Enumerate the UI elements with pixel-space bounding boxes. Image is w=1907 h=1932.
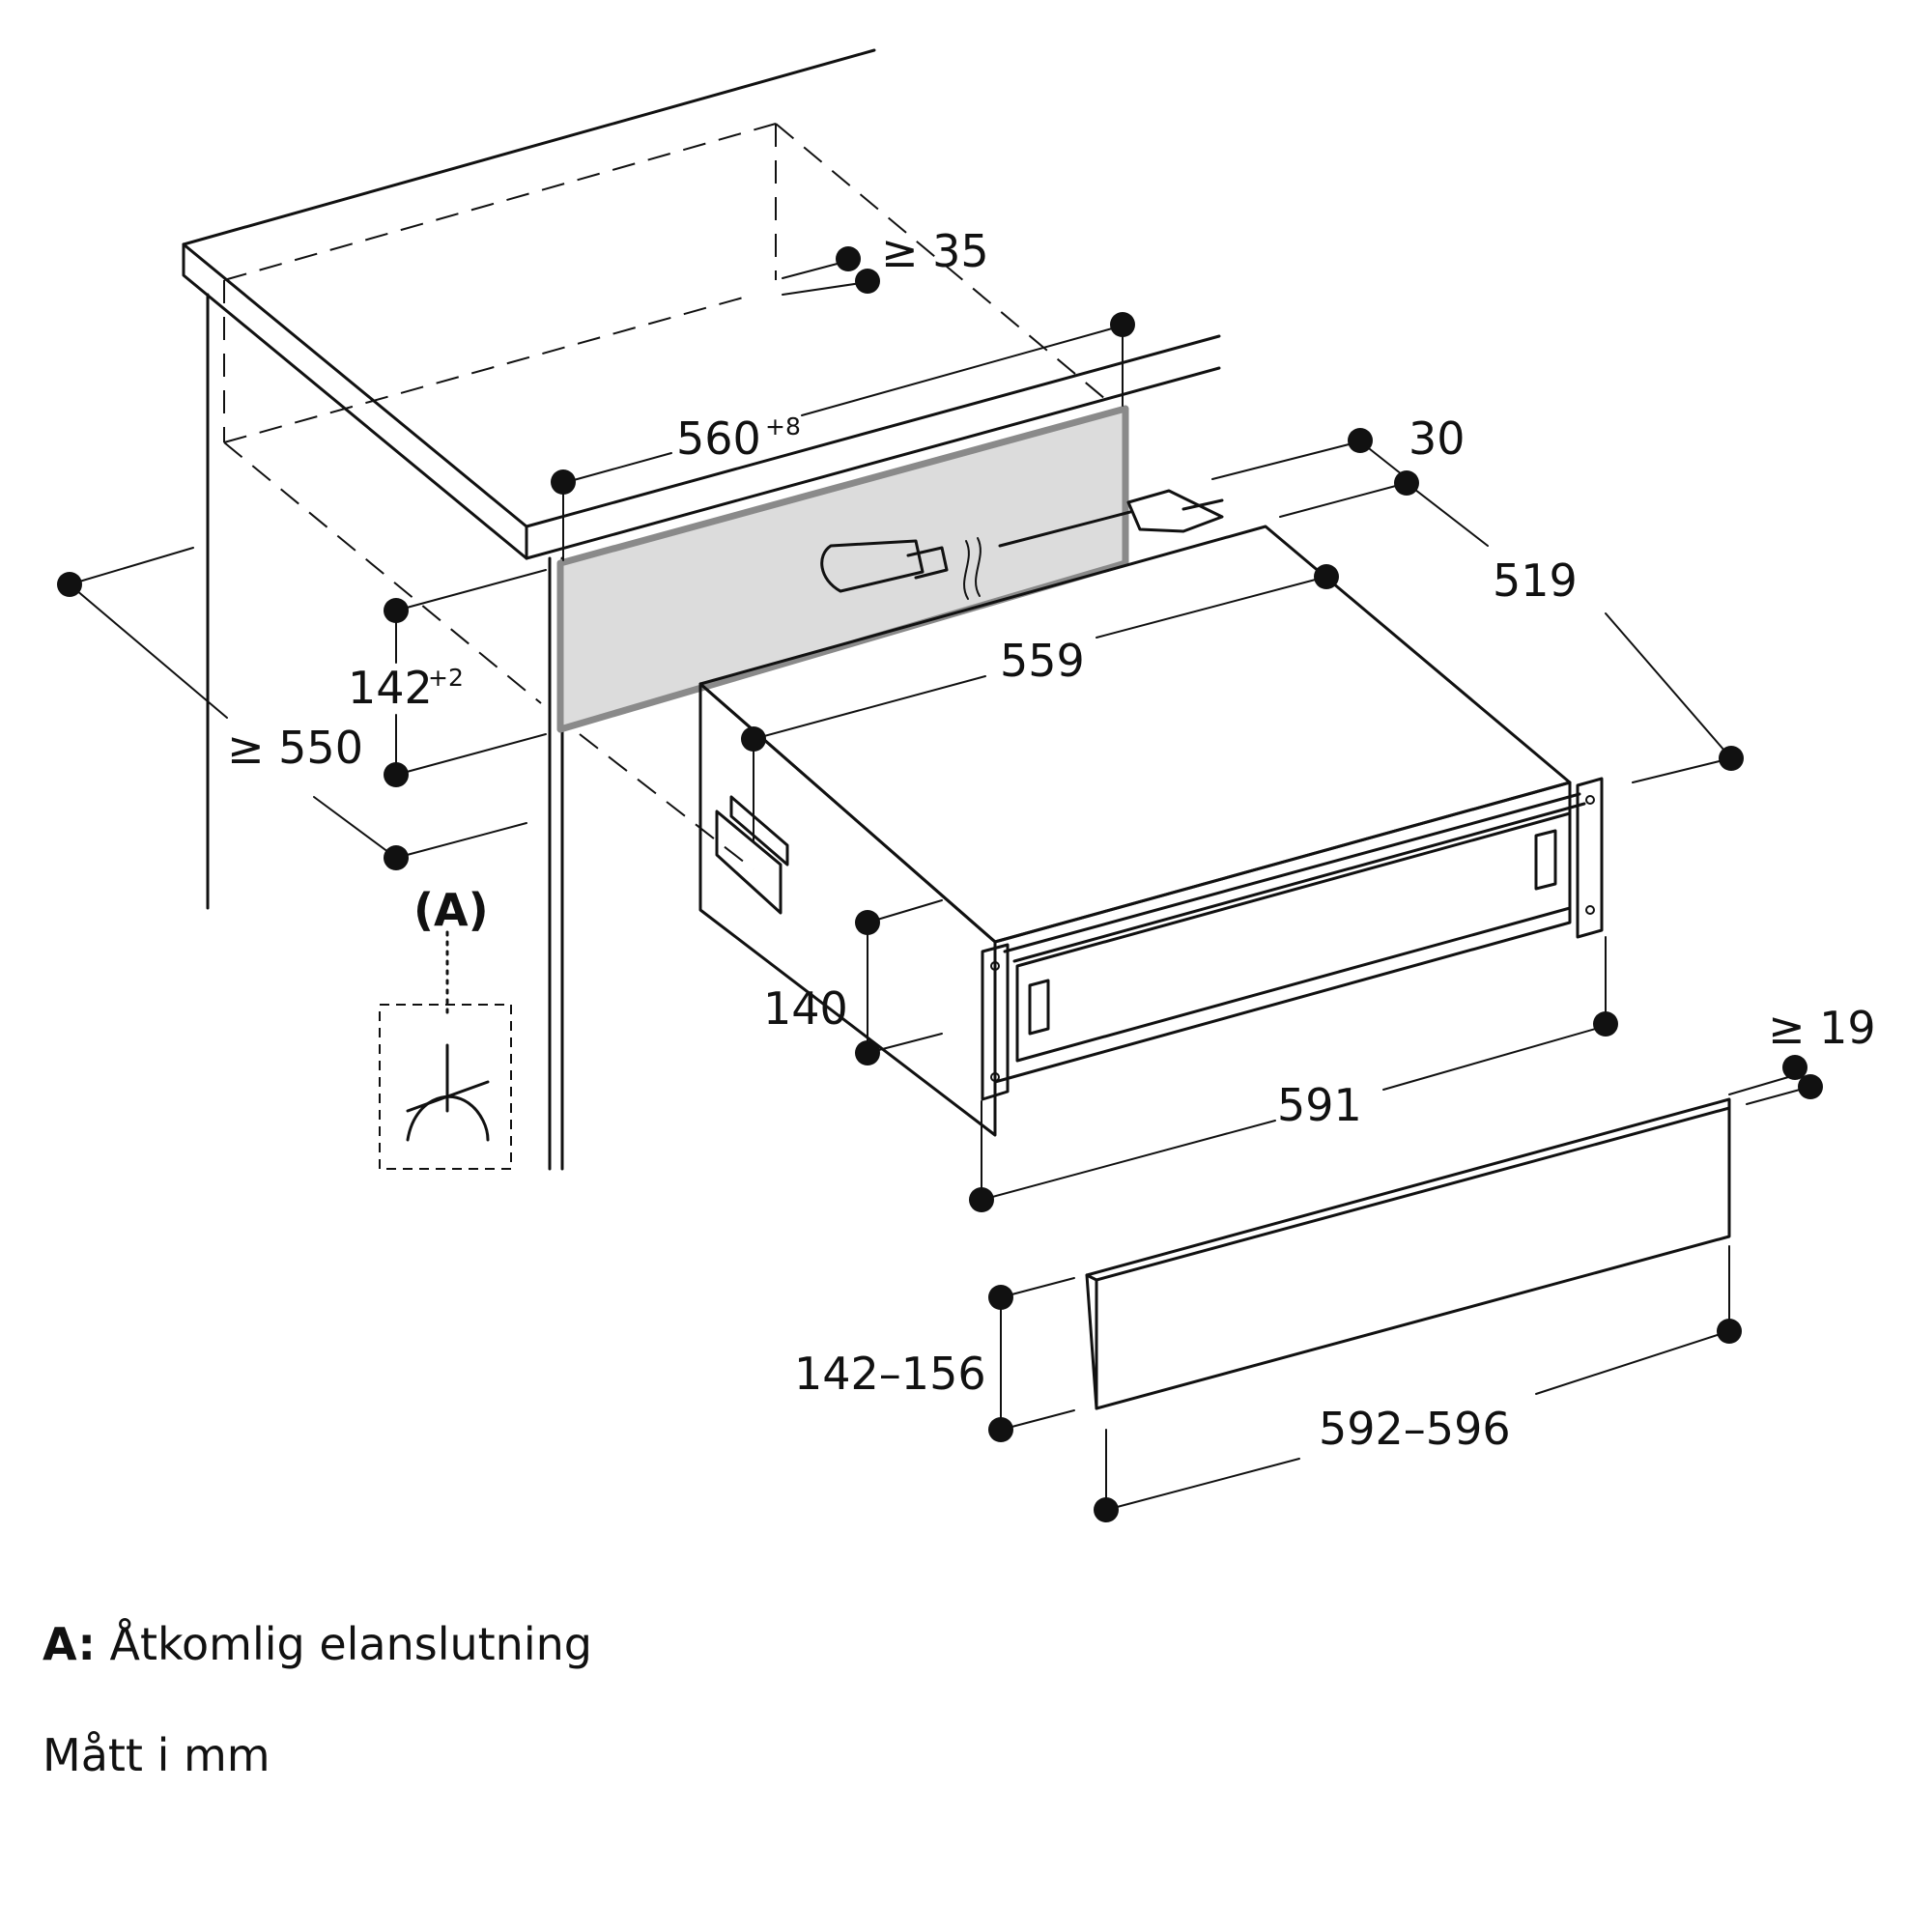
legend-electrical-connection: A: Åtkomlig elanslutning [43, 1618, 592, 1670]
dim-panel-width: 592–596 [1319, 1403, 1511, 1455]
dim-niche-height-tolerance: +2 [428, 664, 464, 692]
dim-body-width: 559 [1000, 635, 1085, 687]
furniture-front-panel [1085, 1097, 1731, 1410]
dimension-lines [69, 260, 1811, 1511]
dim-top-clearance: ≥ 35 [881, 225, 989, 277]
electrical-connection-callout [379, 930, 512, 1170]
warming-drawer [698, 525, 1604, 1137]
power-plug-icon [820, 489, 1224, 600]
dim-niche-width: 560 [676, 412, 761, 465]
dim-panel-height: 142–156 [794, 1348, 986, 1400]
legend-text-a: Åtkomlig elanslutning [109, 1618, 592, 1670]
dim-panel-thickness: ≥ 19 [1768, 1002, 1876, 1054]
callout-a-label: (A) [413, 884, 489, 936]
legend-key-a: A: [43, 1618, 96, 1670]
dim-niche-depth: ≥ 550 [227, 722, 363, 774]
niche-back-panel [556, 405, 1129, 733]
dim-depth: 519 [1493, 554, 1578, 607]
dim-rear-gap: 30 [1409, 412, 1466, 465]
dim-front-width: 591 [1277, 1079, 1362, 1131]
cabinet [182, 48, 1221, 1171]
dim-niche-width-tolerance: +8 [765, 412, 801, 440]
dimension-dots [57, 246, 1823, 1522]
dim-body-height: 140 [763, 982, 848, 1035]
legend-units: Mått i mm [43, 1729, 270, 1781]
dim-niche-height: 142 [348, 662, 433, 714]
